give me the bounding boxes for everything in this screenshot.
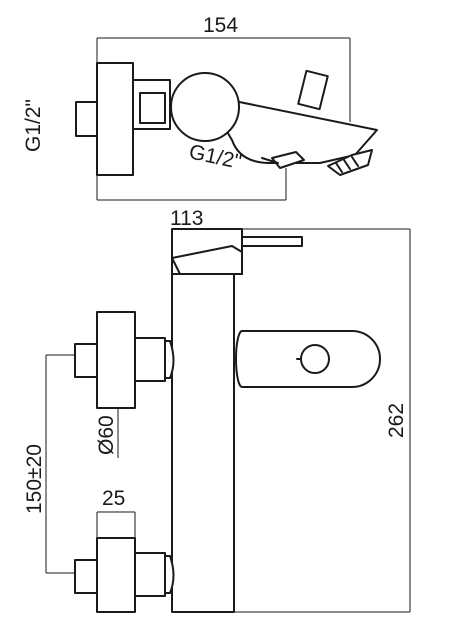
top-wall-flange [96, 62, 134, 176]
top-spout [204, 94, 378, 164]
top-mixer-body [170, 72, 240, 142]
upper-inlet-nut [164, 340, 175, 379]
top-spout-outlet-fins [335, 156, 359, 173]
top-connector-nut [139, 92, 166, 124]
top-threaded-outlet-leader [261, 157, 279, 164]
dim-150-label: 150±20 [23, 444, 46, 514]
front-cap-bevel [171, 245, 243, 275]
lower-inlet-stub [74, 559, 98, 594]
lower-inlet-flange [96, 537, 136, 613]
thread-left-label: G1/2" [22, 99, 45, 152]
top-inlet-stub [75, 101, 99, 137]
top-lever-handle [297, 69, 329, 111]
dim-262-label: 262 [385, 403, 408, 438]
upper-inlet-flange [96, 311, 136, 409]
dim-113-label: 113 [170, 207, 203, 230]
front-view: 262 150±20 Ø60 25 [23, 228, 411, 613]
front-mixer-body [171, 273, 235, 613]
dim-60-label: Ø60 [95, 415, 118, 455]
upper-inlet-connector [134, 337, 166, 382]
dim-154-label: 154 [203, 14, 238, 37]
lower-inlet-connector [134, 552, 166, 597]
upper-inlet-stub [74, 343, 98, 378]
top-threaded-outlet [271, 151, 305, 169]
top-view: 154 113 G1/2" G1/2" [22, 14, 378, 230]
lower-inlet-nut [164, 555, 175, 594]
front-diverter-knob [300, 344, 330, 374]
front-lever [241, 236, 303, 247]
dim-25-label: 25 [102, 487, 125, 510]
